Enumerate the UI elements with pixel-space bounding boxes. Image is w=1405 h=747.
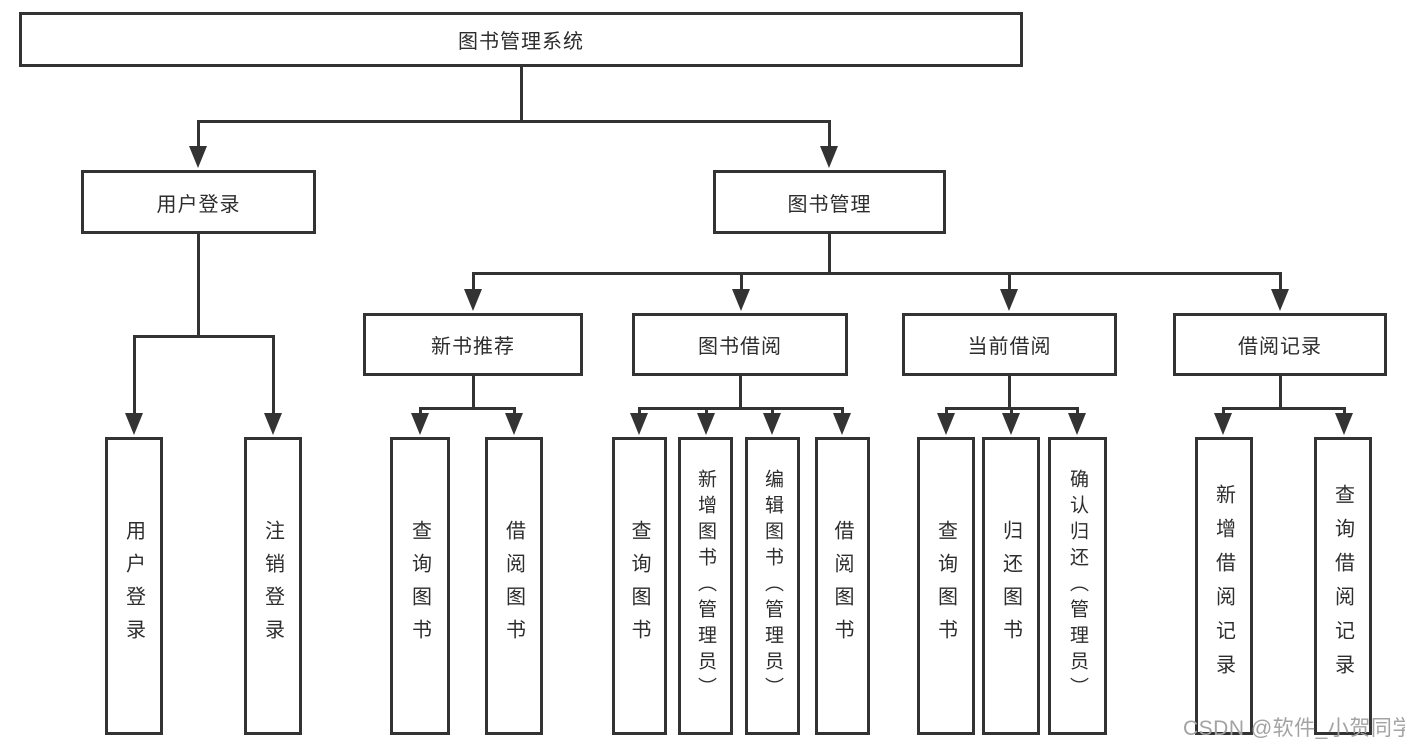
leaf-borrow-books-2: 借阅图书 (815, 437, 870, 735)
leaf-label: 注销登录 (261, 520, 284, 652)
leaf-borrow-books-1: 借阅图书 (485, 437, 543, 735)
connector-line (272, 335, 275, 417)
connector-book-mgmt-stem (828, 234, 831, 275)
leaf-query-books-2: 查询图书 (612, 437, 667, 735)
connector-root-stem (520, 67, 523, 123)
leaf-label: 新增借阅记录 (1212, 484, 1235, 688)
arrow-down-icon (833, 413, 851, 435)
leaf-add-book-admin: 新增图书（管理员） (678, 437, 733, 735)
connector-stem (1279, 376, 1282, 410)
arrow-down-icon (697, 413, 715, 435)
arrow-down-icon (763, 413, 781, 435)
node-borrow-records: 借阅记录 (1173, 313, 1387, 376)
arrow-down-icon (411, 413, 429, 435)
leaf-label: 新增图书（管理员） (695, 469, 716, 703)
node-book-borrow: 图书借阅 (632, 313, 848, 376)
connector-line (133, 335, 136, 417)
arrow-down-icon (264, 413, 282, 435)
leaf-label: 查询图书 (628, 520, 650, 652)
node-current-borrow: 当前借阅 (902, 313, 1117, 376)
arrow-down-icon (1271, 289, 1289, 311)
connector-bar (638, 407, 844, 410)
connector-line (828, 120, 831, 150)
csdn-watermark: CSDN @软件_小贺同学 (1183, 717, 1405, 740)
node-library-management-system: 图书管理系统 (19, 12, 1023, 67)
connector-user-login-bar (133, 335, 275, 338)
connector-stem (1008, 376, 1011, 410)
node-label: 用户登录 (156, 193, 241, 216)
arrow-down-icon (505, 413, 523, 435)
leaf-label: 编辑图书（管理员） (762, 469, 783, 703)
arrow-down-icon (1335, 413, 1353, 435)
leaf-query-borrow-record: 查询借阅记录 (1314, 437, 1372, 735)
connector-line (1008, 272, 1011, 293)
node-label: 图书管理系统 (458, 31, 584, 53)
arrow-down-icon (1068, 413, 1086, 435)
connector-user-login-stem (197, 234, 200, 338)
node-label: 新书推荐 (431, 336, 515, 358)
connector-stem (472, 376, 475, 410)
arrow-down-icon (464, 289, 482, 311)
connector-line (740, 272, 743, 293)
node-label: 当前借阅 (967, 336, 1052, 358)
arrow-down-icon (630, 413, 648, 435)
arrow-down-icon (732, 289, 750, 311)
node-label: 图书管理 (787, 193, 872, 216)
leaf-logout: 注销登录 (244, 437, 302, 735)
leaf-confirm-return-admin: 确认归还（管理员） (1048, 437, 1107, 735)
leaf-label: 借阅图书 (502, 520, 525, 652)
connector-line (1279, 272, 1282, 293)
leaf-label: 用户登录 (122, 520, 145, 652)
leaf-label: 查询图书 (934, 520, 957, 652)
arrow-down-icon (820, 146, 838, 168)
leaf-edit-book-admin: 编辑图书（管理员） (745, 437, 800, 735)
leaf-label: 查询图书 (408, 520, 431, 652)
connector-root-bar (197, 120, 831, 123)
connector-bar (1222, 407, 1345, 410)
leaf-label: 查询借阅记录 (1331, 484, 1354, 688)
arrow-down-icon (937, 413, 955, 435)
arrow-down-icon (189, 146, 207, 168)
leaf-query-books-1: 查询图书 (390, 437, 450, 735)
connector-stem (739, 376, 742, 410)
arrow-down-icon (1214, 413, 1232, 435)
arrow-down-icon (125, 413, 143, 435)
leaf-query-books-3: 查询图书 (917, 437, 975, 735)
node-book-management: 图书管理 (713, 170, 946, 234)
leaf-return-books: 归还图书 (982, 437, 1040, 735)
leaf-label: 确认归还（管理员） (1067, 469, 1088, 703)
arrow-down-icon (1000, 289, 1018, 311)
connector-book-mgmt-bar (472, 272, 1282, 275)
node-user-login: 用户登录 (81, 170, 316, 234)
node-label: 借阅记录 (1238, 336, 1322, 358)
leaf-label: 借阅图书 (831, 520, 853, 652)
leaf-add-borrow-record: 新增借阅记录 (1195, 437, 1253, 735)
leaf-label: 归还图书 (999, 520, 1022, 652)
connector-bar (419, 407, 516, 410)
connector-line (197, 120, 200, 150)
leaf-user-login: 用户登录 (105, 437, 163, 735)
connector-line (472, 272, 475, 293)
node-new-book-recommend: 新书推荐 (363, 313, 583, 376)
arrow-down-icon (1002, 413, 1020, 435)
node-label: 图书借阅 (698, 336, 782, 358)
